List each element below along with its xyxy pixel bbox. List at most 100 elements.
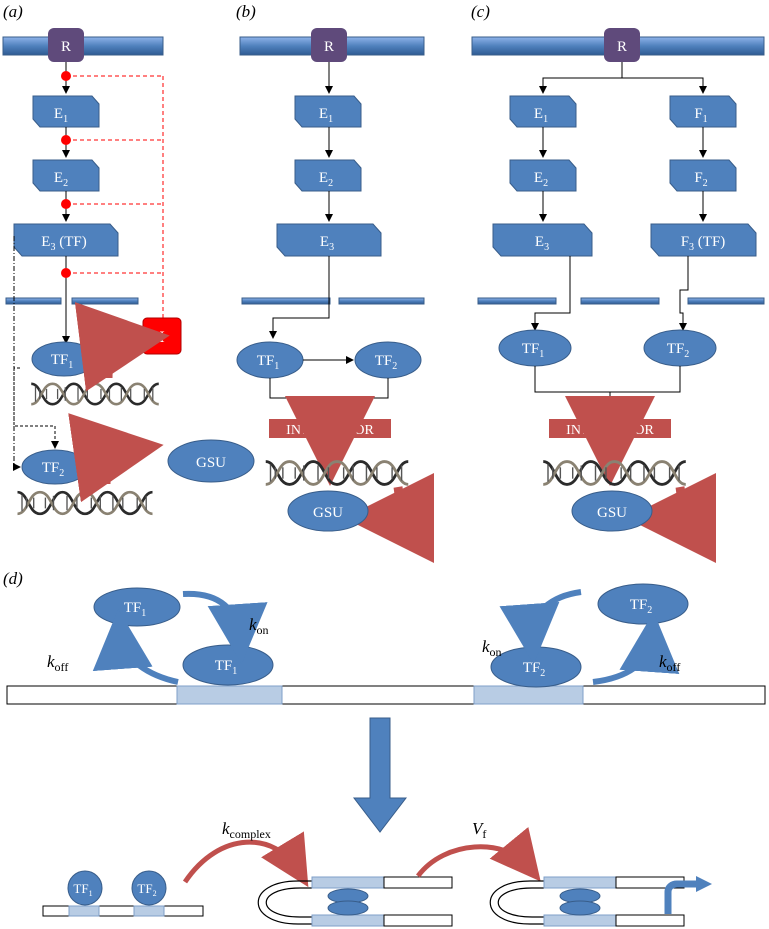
kinase-e2 bbox=[32, 159, 100, 192]
e2-label: E2 bbox=[54, 170, 68, 189]
curved-arrow-icon bbox=[626, 472, 717, 563]
kon-arrow-left bbox=[182, 590, 268, 664]
inhibition-dot bbox=[61, 199, 71, 209]
tf1-c-label: TF1 bbox=[522, 341, 545, 360]
kinase-e3 bbox=[492, 223, 593, 257]
down-arrow-icon bbox=[352, 717, 408, 833]
looped-site-bottom-2 bbox=[543, 914, 617, 927]
kinase-e2 bbox=[509, 159, 577, 192]
koff-label-left: koff bbox=[47, 652, 68, 674]
e1-label: E1 bbox=[54, 106, 68, 125]
dna-helix-icon bbox=[264, 459, 410, 487]
e2-label: E2 bbox=[319, 170, 333, 189]
inhibition-dot bbox=[61, 71, 71, 81]
inhibitor-label: I bbox=[159, 329, 164, 346]
koff-label-right: koff bbox=[659, 652, 680, 674]
receptor-r bbox=[48, 28, 84, 62]
dna-helix-icon bbox=[29, 382, 161, 406]
nuclear-membrane-right bbox=[687, 297, 765, 305]
kcomplex-label: kcomplex bbox=[222, 819, 271, 841]
f3-label: F3 (TF) bbox=[681, 234, 726, 253]
gsu-a-label: GSU bbox=[196, 455, 226, 471]
tf2-small-label: TF2 bbox=[137, 881, 156, 898]
dna-helix-icon bbox=[16, 490, 154, 516]
tf1-small-label: TF1 bbox=[73, 881, 92, 898]
curved-arrow-icon bbox=[68, 413, 164, 503]
gsu-a bbox=[167, 439, 255, 483]
f1-label: F1 bbox=[694, 106, 707, 125]
kon-label-left: kon bbox=[249, 615, 269, 637]
receptor-r bbox=[311, 28, 347, 62]
vf-arrow bbox=[416, 826, 541, 882]
e3-label: E3 bbox=[320, 234, 334, 253]
panel-label-a: (a) bbox=[3, 2, 23, 21]
transcription-arrow bbox=[664, 880, 698, 914]
koff-arrow-left bbox=[92, 609, 179, 685]
looped-strand-bottom-2 bbox=[615, 914, 685, 927]
looped-site-bottom bbox=[311, 914, 385, 927]
curved-arrow-icon bbox=[344, 472, 435, 563]
dna-strand-small bbox=[42, 905, 204, 917]
looped-strand-top bbox=[383, 876, 453, 889]
e3-label: E3 bbox=[535, 234, 549, 253]
panel-label-b: (b) bbox=[236, 2, 256, 21]
dna-loop bbox=[265, 887, 312, 918]
kon-arrow-right bbox=[499, 589, 582, 664]
transcription-arrow-head bbox=[696, 876, 712, 892]
looped-site-top-2 bbox=[543, 876, 617, 889]
tf2-small bbox=[131, 870, 167, 906]
kinase-f1 bbox=[669, 95, 737, 128]
receptor-label: R bbox=[61, 39, 71, 55]
inhibition-dot bbox=[61, 135, 71, 145]
gsu-c bbox=[571, 490, 653, 532]
tf1-b-label: TF1 bbox=[257, 353, 280, 372]
kinase-e1 bbox=[32, 95, 100, 128]
dna-helix-icon bbox=[541, 459, 688, 487]
gsu-b-label: GSU bbox=[313, 505, 343, 521]
tf2-free-label: TF2 bbox=[630, 597, 653, 616]
dashed-path bbox=[13, 367, 59, 449]
site-small-1 bbox=[68, 905, 100, 917]
tf1-a-label: TF1 bbox=[51, 352, 74, 371]
curved-arrow-icon bbox=[74, 302, 170, 392]
nuclear-membrane-left bbox=[5, 297, 62, 305]
kinase-e1 bbox=[509, 95, 577, 128]
complex-tf-bottom bbox=[327, 900, 369, 916]
binding-site-1 bbox=[176, 685, 283, 705]
tf2-b-label: TF2 bbox=[375, 353, 398, 372]
f2-label: F2 bbox=[694, 170, 707, 189]
nuclear-membrane-right bbox=[338, 297, 425, 305]
nuclear-membrane-middle bbox=[580, 297, 660, 305]
e2-label: E2 bbox=[534, 170, 548, 189]
binding-site-2 bbox=[473, 685, 584, 705]
tf2-c-label: TF2 bbox=[667, 341, 690, 360]
integrator-c-label: INTEGRATOR bbox=[566, 423, 654, 438]
integrator-b-label: INTEGRATOR bbox=[286, 423, 374, 438]
e1-label: E1 bbox=[534, 106, 548, 125]
receptor-label: R bbox=[324, 39, 334, 55]
nuclear-membrane-left bbox=[477, 297, 557, 305]
kinase-f3-tf bbox=[650, 223, 757, 257]
koff-arrow-right bbox=[592, 612, 680, 685]
inhibition-dot bbox=[61, 268, 71, 278]
dna-strand bbox=[6, 685, 766, 705]
kinase-f2 bbox=[669, 159, 737, 192]
e1-label: E1 bbox=[319, 106, 333, 125]
site-small-2 bbox=[133, 905, 165, 917]
panel-label-d: (d) bbox=[3, 569, 23, 588]
receptor-r bbox=[604, 28, 640, 62]
tf2-a-label: TF2 bbox=[42, 460, 65, 479]
receptor-label: R bbox=[617, 39, 627, 55]
vf-label: Vf bbox=[472, 819, 486, 841]
kinase-e2 bbox=[294, 159, 362, 192]
gsu-c-label: GSU bbox=[597, 505, 627, 521]
looped-site-top bbox=[311, 876, 385, 889]
tf1-small bbox=[67, 870, 103, 906]
tf2-bound-label: TF2 bbox=[523, 660, 546, 679]
dashdot-path bbox=[13, 236, 21, 471]
panel-label-c: (c) bbox=[471, 2, 490, 21]
e3-label: E3 (TF) bbox=[41, 234, 86, 253]
looped-strand-bottom bbox=[383, 914, 453, 927]
nuclear-membrane-right bbox=[71, 297, 139, 305]
